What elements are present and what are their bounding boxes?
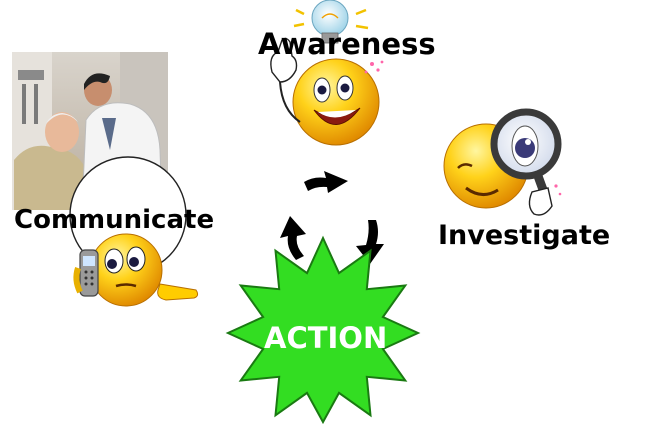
cycle-arrows xyxy=(280,171,384,264)
arrow-investigate-to-action xyxy=(356,220,384,264)
action-starburst xyxy=(225,235,421,425)
smiley-phone-icon xyxy=(73,233,199,307)
communicate-label: Communicate xyxy=(14,205,215,235)
action-label: ACTION xyxy=(264,321,388,355)
smiley-magnifier-icon xyxy=(443,108,562,216)
doctor-patient-photo xyxy=(12,52,168,211)
awareness-label: Awareness xyxy=(258,27,436,61)
arrow-action-to-communicate xyxy=(280,216,306,260)
smiley-lightbulb-icon xyxy=(270,0,384,146)
investigate-label: Investigate xyxy=(438,220,611,251)
arrow-awareness-to-investigate xyxy=(304,171,348,193)
